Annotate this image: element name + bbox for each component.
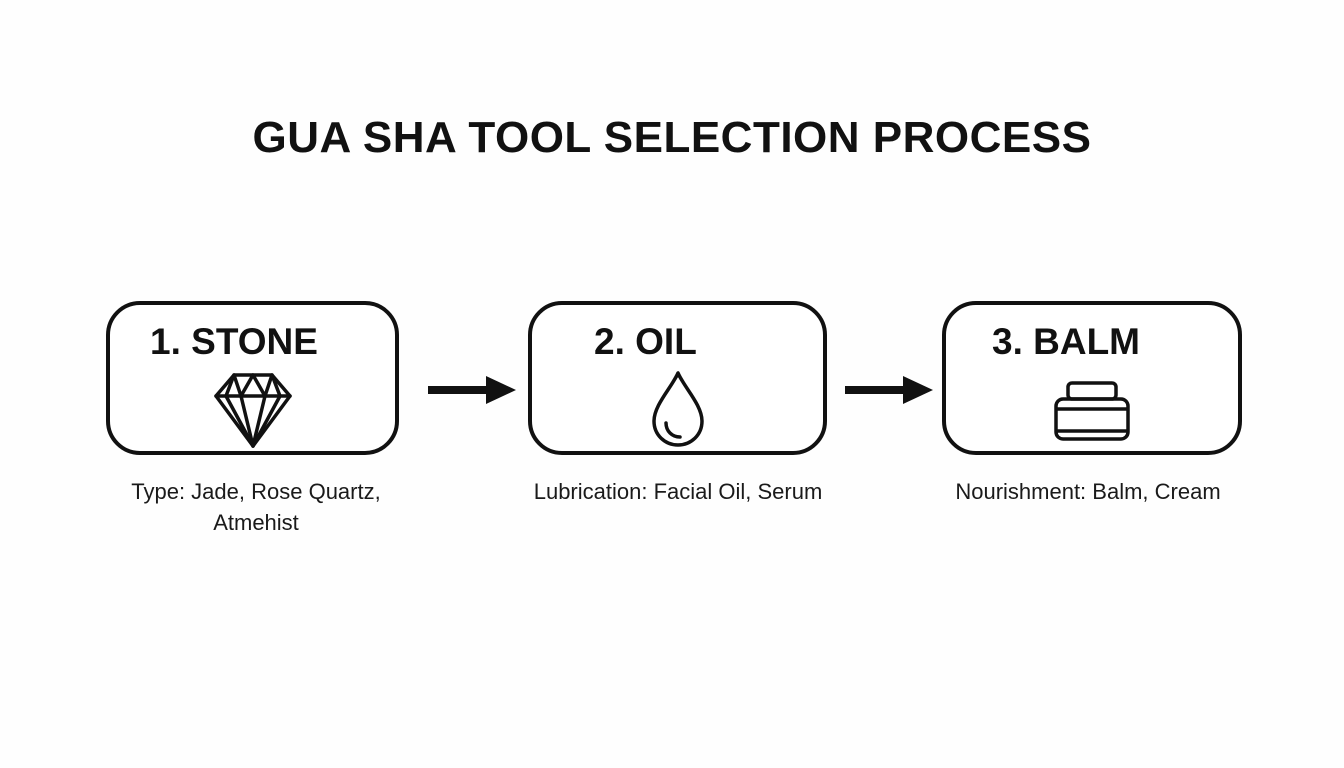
step-oil-box: 2. OIL: [528, 301, 827, 455]
step-oil-caption: Lubrication: Facial Oil, Serum: [500, 476, 856, 507]
oil-drop-icon: [532, 369, 823, 451]
step-balm-label: 3. BALM: [992, 321, 1140, 362]
step-stone-label: 1. STONE: [150, 321, 318, 362]
balm-jar-icon: [946, 369, 1238, 451]
step-stone-caption: Type: Jade, Rose Quartz, Atmehist: [96, 476, 416, 538]
diamond-icon: [110, 369, 395, 451]
step-stone-box: 1. STONE: [106, 301, 399, 455]
step-stone-caption-line1: Type: Jade, Rose Quartz,: [131, 479, 381, 504]
step-balm-caption: Nourishment: Balm, Cream: [928, 476, 1248, 507]
step-balm-caption-line1: Nourishment: Balm, Cream: [955, 479, 1221, 504]
step-oil-caption-line1: Lubrication: Facial Oil, Serum: [533, 479, 823, 504]
arrow-right-icon: [845, 375, 935, 405]
step-oil-label: 2. OIL: [594, 321, 697, 362]
step-balm-box: 3. BALM: [942, 301, 1242, 455]
step-stone-caption-line2: Atmehist: [213, 510, 299, 535]
arrow-right-icon: [428, 375, 518, 405]
diagram-title: GUA SHA TOOL SELECTION PROCESS: [252, 113, 1092, 162]
